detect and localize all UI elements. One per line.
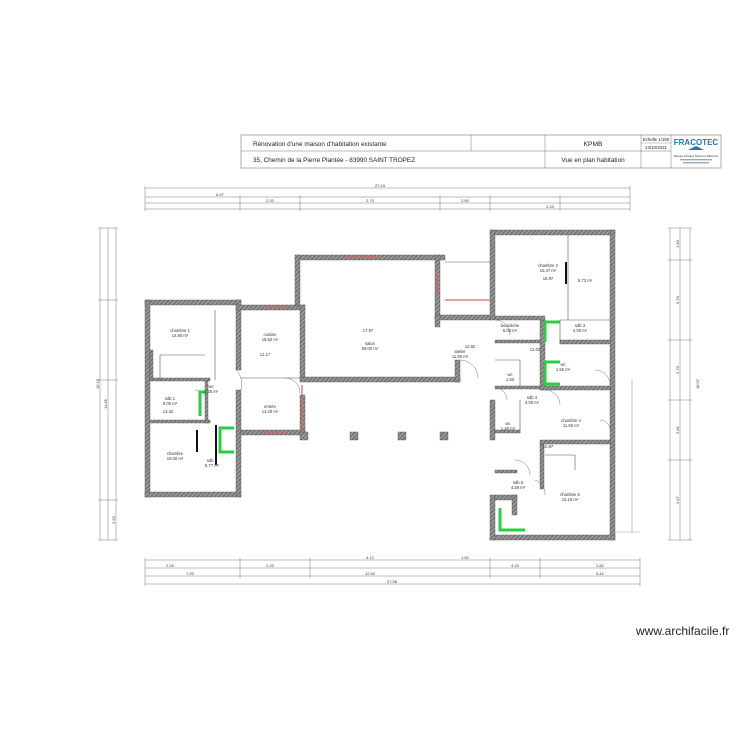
dim-top: 2.20 — [546, 204, 555, 209]
room-label-wc3: wc — [560, 362, 565, 367]
fixtures — [196, 262, 567, 465]
dim-bottom: 4.20 — [511, 563, 520, 568]
room-area-chambre5: 15.19 m² — [562, 497, 579, 502]
dim-right-total: 18.07 — [695, 378, 700, 389]
dim-bottom: 4.12 — [366, 555, 375, 560]
title-block: Rénovation d'une maison d'habitation exi… — [240, 134, 722, 169]
project-title: Rénovation d'une maison d'habitation exi… — [253, 141, 387, 148]
room-area-sdb2: 5.77 m² — [205, 463, 220, 468]
partitions — [159, 235, 610, 470]
svg-text:FRACOTEC: FRACOTEC — [674, 138, 719, 147]
room-label-salon: salon — [365, 341, 376, 346]
svg-text:Bureau d'études Structure Bâti: Bureau d'études Structure Bâtiment — [674, 154, 718, 158]
room-area-atelier_num: 10.82 — [465, 344, 476, 349]
room-area-cuisine: 16.52 m² — [262, 337, 279, 342]
dim-right: 5.70 — [675, 295, 680, 304]
outline-features — [615, 380, 640, 533]
room-area-couloir: 12.02 — [530, 347, 541, 352]
room-label-sdb1: sdb 1 — [165, 396, 176, 401]
dim-right: 2.81 — [675, 425, 680, 434]
watermark: www.archifacile.fr — [636, 624, 730, 638]
room-area-chambre4_num: 10.97 — [543, 444, 554, 449]
windows — [263, 256, 490, 433]
room-area-sdb5: 4.59 m² — [511, 485, 526, 490]
terrace-posts — [299, 431, 449, 441]
dim-bottom: 7.20 — [186, 571, 195, 576]
room-label-sdb5: sdb 5 — [513, 480, 524, 485]
room-area-dressing2: 5.73 m² — [578, 278, 593, 283]
room-label-atelier: atelier — [454, 349, 466, 354]
dim-left: 16.10 — [95, 378, 100, 389]
room-area-chambre3: 15.47 m² — [540, 268, 557, 273]
dim-bottom: 2.20 — [266, 563, 275, 568]
room-area-hall: 12.17 — [260, 352, 271, 357]
dim-left: 2.50 — [111, 515, 116, 524]
scale-label: Echelle 1/150 — [643, 137, 670, 142]
highlighted-walls — [198, 320, 560, 532]
dim-top: 6.07 — [216, 192, 225, 197]
room-area-chambre1: 14.90 m² — [172, 333, 189, 338]
room-label-cuisine: cuisine — [263, 332, 277, 337]
room-area-wc4: 1.40 m² — [501, 426, 516, 431]
dim-bottom: 12.50 — [365, 571, 376, 576]
room-area-salon: 59.00 m² — [362, 346, 379, 351]
room-area-sdb1: 8.00 m² — [163, 401, 178, 406]
dim-top: 2.70 — [366, 198, 375, 203]
room-area-chambre4: 11.60 m² — [563, 423, 580, 428]
room-label-chambre3: chambre 3 — [538, 263, 558, 268]
dimension-texts: 27.24 6.07 2.20 2.70 2.50 2.20 2.29 2.20… — [95, 183, 700, 584]
dim-bottom: 2.29 — [166, 563, 175, 568]
room-area-wc2: 1.83 — [506, 377, 515, 382]
dimension-lines — [99, 187, 691, 585]
room-label-wc4: wc — [505, 421, 510, 426]
room-area-salon_num: 17.97 — [363, 328, 374, 333]
dim-right: 1.90 — [675, 239, 680, 248]
room-label-chambre1: chambre 1 — [170, 328, 190, 333]
room-label-chambre5: chambre 5 — [560, 492, 580, 497]
dim-left: 11.85 — [103, 398, 108, 408]
dim-bottom: 2.82 — [596, 563, 605, 568]
room-area-sdb3: 4.00 m² — [573, 328, 588, 333]
room-label-entree: entrée — [264, 404, 277, 409]
room-label-sdb3: sdb 3 — [575, 323, 586, 328]
dim-right: 2.67 — [675, 495, 680, 504]
date-label: 13/10/2021 — [645, 145, 668, 150]
room-label-sdb2: sdb 2 — [207, 458, 218, 463]
company-logo: FRACOTEC Bureau d'études Structure Bâtim… — [674, 138, 719, 164]
dim-top-total: 27.24 — [375, 183, 386, 188]
room-label-wc2: wc — [507, 372, 512, 377]
room-area-chambre2: 16.00 m² — [167, 456, 184, 461]
room-label-sdb4: sdb 4 — [527, 395, 538, 400]
view-name: Vue en plan habitation — [561, 157, 625, 164]
room-label-chambre4: chambre 4 — [561, 418, 581, 423]
dim-top: 2.50 — [461, 198, 470, 203]
room-area-atelier: 11.60 m² — [452, 354, 469, 359]
dim-top: 2.20 — [266, 198, 275, 203]
dimension-ticks — [98, 186, 692, 586]
dim-right: 2.70 — [675, 365, 680, 374]
dim-bottom: 5.42 — [596, 571, 605, 576]
room-label-wc1: wc — [208, 384, 213, 389]
door-swings — [194, 319, 611, 496]
room-label-chambre2: chambre — [167, 451, 184, 456]
room-area-sdb4: 3.00 m² — [525, 400, 540, 405]
dim-bottom-total: 27.56 — [387, 579, 398, 584]
room-area-chambre3_num: 16.97 — [543, 276, 554, 281]
room-label-buanderie: buanderie — [501, 323, 520, 328]
room-area-wc1: 1.35 m² — [204, 389, 219, 394]
room-area-dressing: 13.32 — [163, 409, 174, 414]
client-name: KPMB — [584, 141, 603, 148]
project-address: 35, Chemin de la Pierre Plantée - 83990 … — [253, 157, 415, 164]
room-area-entree: 13.20 m² — [262, 409, 279, 414]
room-area-buanderie: 5.05 m² — [503, 328, 518, 333]
room-area-wc3: 1.55 m² — [556, 367, 571, 372]
dim-bottom: 1.50 — [461, 555, 470, 560]
